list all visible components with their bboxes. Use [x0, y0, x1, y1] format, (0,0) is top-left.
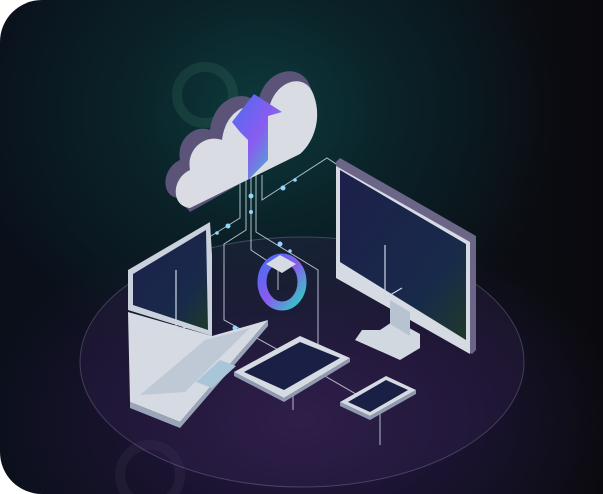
- gear-icon: [115, 440, 185, 494]
- laptop-icon: [128, 222, 268, 428]
- tablet-icon: [234, 336, 350, 402]
- cloud-icon: [165, 71, 318, 212]
- smartwatch-icon: [257, 253, 307, 311]
- desktop-monitor-icon: [336, 158, 476, 360]
- smartphone-icon: [340, 376, 416, 420]
- upload-arrow-icon: [232, 94, 282, 180]
- gear-icon: [172, 62, 238, 128]
- connection-nodes: [215, 178, 297, 336]
